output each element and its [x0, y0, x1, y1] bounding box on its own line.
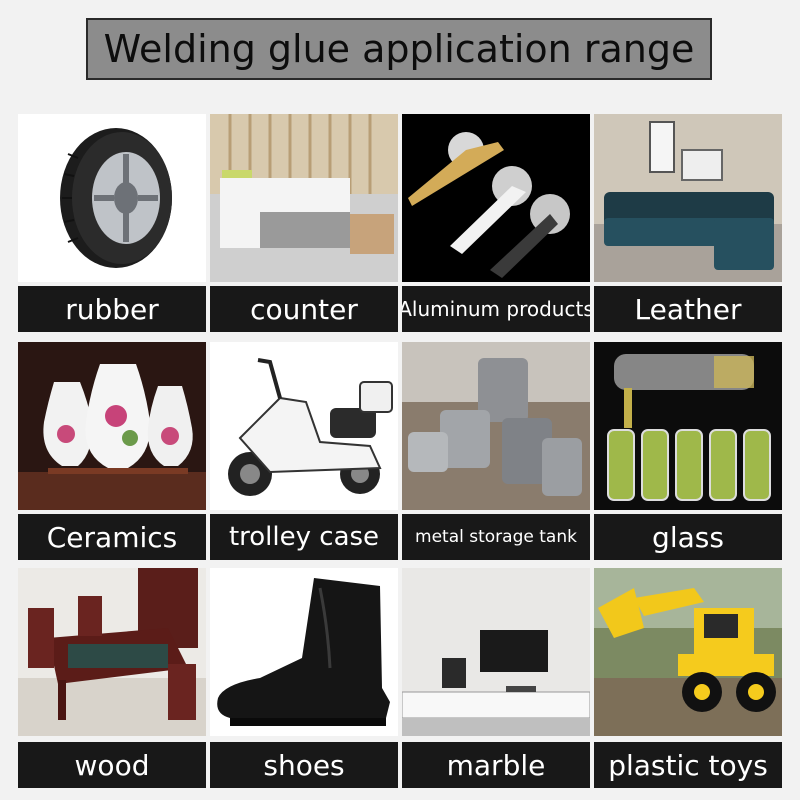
category-label: plastic toys [594, 742, 782, 788]
toy-excavator-icon [594, 568, 782, 736]
sofa-icon [594, 114, 782, 282]
category-label: shoes [210, 742, 398, 788]
category-label: Leather [594, 286, 782, 332]
tv-cabinet-icon [402, 568, 590, 736]
page-title: Welding glue application range [103, 27, 695, 71]
boot-icon [210, 568, 398, 736]
reception-counter-icon [210, 114, 398, 282]
tire-icon [18, 114, 206, 282]
title-banner: Welding glue application range [86, 18, 712, 80]
glass-bottle-icon [594, 342, 782, 510]
category-label: trolley case [210, 514, 398, 560]
scooter-icon [210, 342, 398, 510]
category-label: metal storage tank [402, 514, 590, 560]
category-label: Ceramics [18, 514, 206, 560]
wooden-table-icon [18, 568, 206, 736]
category-label: counter [210, 286, 398, 332]
category-label: wood [18, 742, 206, 788]
door-handle-icon [402, 114, 590, 282]
vase-icon [18, 342, 206, 510]
category-label: rubber [18, 286, 206, 332]
metal-canister-icon [402, 342, 590, 510]
category-label: marble [402, 742, 590, 788]
category-label: glass [594, 514, 782, 560]
category-label: Aluminum products [402, 286, 590, 332]
